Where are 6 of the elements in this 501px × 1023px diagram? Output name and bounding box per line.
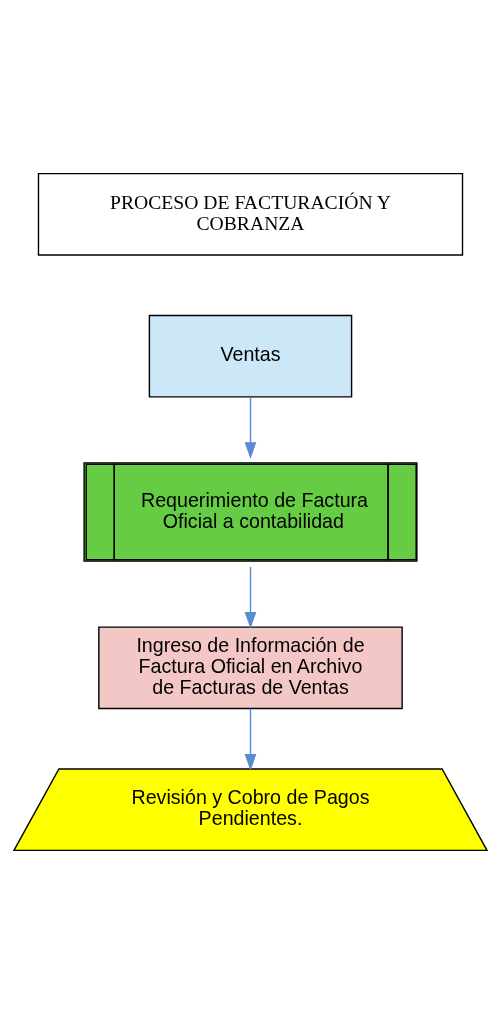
- arrow: [244, 395, 257, 459]
- node-box: PROCESO DE FACTURACIÓN Y COBRANZA: [37, 172, 464, 256]
- arrow: [244, 565, 257, 629]
- node-box: Ingreso de Información de Factura Oficial en Archivo de Facturas de Ventas: [98, 625, 403, 709]
- arrow: [244, 707, 257, 771]
- node-box: Ventas: [148, 314, 353, 398]
